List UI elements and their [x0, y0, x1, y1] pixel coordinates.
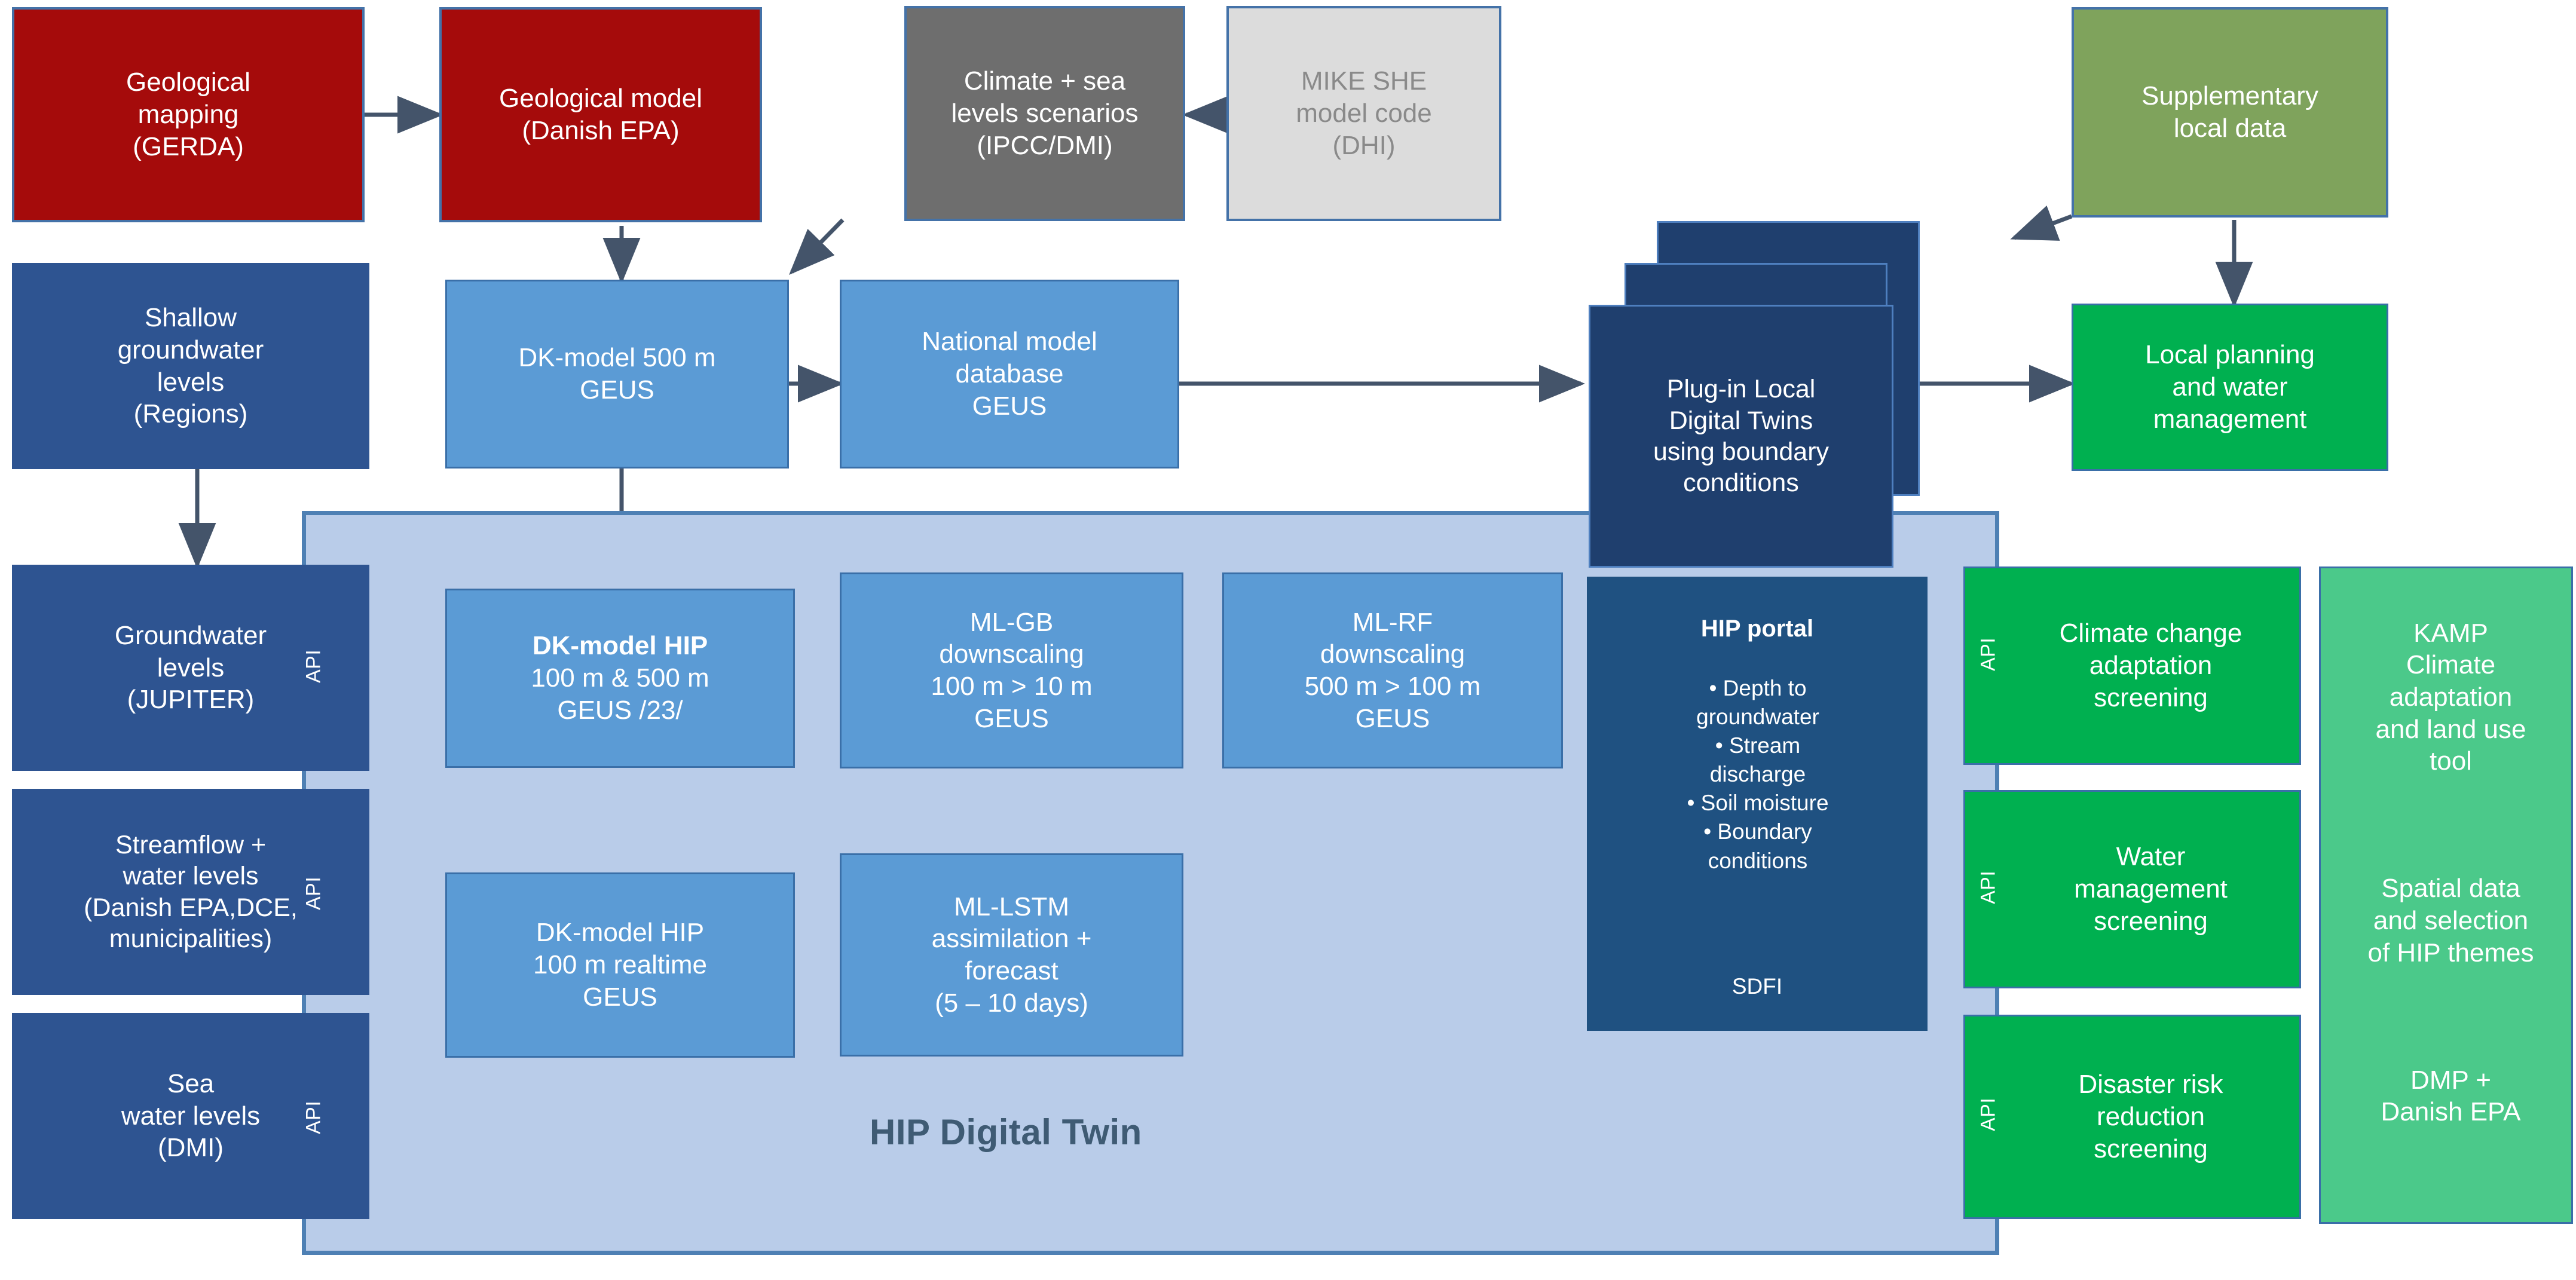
node-geological-model-label: Geological model (Danish EPA) — [499, 84, 702, 145]
api-label-climate-screening: API — [1977, 637, 2000, 672]
node-supplementary-local-data-label: Supplementary local data — [2141, 81, 2318, 143]
node-national-model-database-label: National model database GEUS — [922, 327, 1097, 421]
hip-digital-twin-title: HIP Digital Twin — [870, 1112, 1142, 1152]
node-local-planning-water-management[interactable]: Local planning and water management — [2072, 304, 2388, 471]
hip-portal-title: HIP portal — [1700, 615, 1814, 642]
node-climate-change-adaptation-screening-label: Climate change adaptation screening — [2059, 618, 2242, 712]
node-climate-sea-scenarios[interactable]: Climate + sea levels scenarios (IPCC/DMI… — [904, 6, 1185, 221]
node-groundwater-levels[interactable]: Groundwater levels (JUPITER) — [12, 565, 369, 771]
node-disaster-risk-reduction-screening[interactable]: Disaster risk reduction screening — [1963, 1015, 2301, 1219]
api-label-disaster-screening: API — [1977, 1097, 2000, 1132]
node-supplementary-local-data[interactable]: Supplementary local data — [2072, 7, 2388, 218]
node-dk-model-500m-label: DK-model 500 m GEUS — [518, 343, 716, 405]
node-shallow-groundwater-levels[interactable]: Shallow groundwater levels (Regions) — [12, 263, 369, 469]
node-dk-model-hip[interactable]: DK-model HIP 100 m & 500 m GEUS /23/ — [445, 589, 795, 768]
node-climate-sea-scenarios-label: Climate + sea levels scenarios (IPCC/DMI… — [951, 66, 1139, 160]
api-label-streamflow: API — [302, 876, 325, 911]
api-label-sea-levels: API — [302, 1100, 325, 1135]
node-kamp-spatial-label: Spatial data and selection of HIP themes — [2367, 874, 2534, 967]
node-kamp-tool-panel[interactable]: KAMP Climate adaptation and land use too… — [2319, 566, 2573, 1224]
node-geological-mapping[interactable]: Geological mapping (GERDA) — [12, 7, 365, 222]
node-ml-rf-downscaling[interactable]: ML-RF downscaling 500 m > 100 m GEUS — [1222, 572, 1563, 768]
node-streamflow-water-levels-label: Streamflow + water levels (Danish EPA,DC… — [84, 830, 298, 953]
node-dk-model-500m[interactable]: DK-model 500 m GEUS — [445, 280, 789, 468]
node-local-planning-water-management-label: Local planning and water management — [2145, 340, 2315, 434]
api-label-water-screening: API — [1977, 870, 2000, 905]
node-hip-portal[interactable] — [1587, 577, 1928, 1031]
node-kamp-tool-label: KAMP Climate adaptation and land use too… — [2375, 618, 2526, 776]
node-ml-lstm[interactable]: ML-LSTM assimilation + forecast (5 – 10 … — [840, 853, 1183, 1057]
api-label-groundwater: API — [302, 649, 325, 684]
node-national-model-database[interactable]: National model database GEUS — [840, 280, 1179, 468]
node-sea-water-levels[interactable]: Sea water levels (DMI) — [12, 1013, 369, 1219]
node-kamp-owner-label: DMP + Danish EPA — [2381, 1065, 2521, 1127]
node-sea-water-levels-label: Sea water levels (DMI) — [121, 1068, 261, 1163]
node-plug-in-local-digital-twins-label: Plug-in Local Digital Twins using bounda… — [1653, 375, 1829, 498]
node-mike-she-model-code-label: MIKE SHE model code (DHI) — [1296, 66, 1432, 160]
node-ml-gb-downscaling-label: ML-GB downscaling 100 m > 10 m GEUS — [931, 607, 1093, 733]
node-dk-model-hip-realtime-label: DK-model HIP 100 m realtime GEUS — [533, 918, 707, 1012]
node-ml-rf-downscaling-label: ML-RF downscaling 500 m > 100 m GEUS — [1304, 607, 1481, 733]
node-water-management-screening-label: Water management screening — [2074, 842, 2228, 936]
node-geological-model[interactable]: Geological model (Danish EPA) — [439, 7, 762, 222]
node-mike-she-model-code[interactable]: MIKE SHE model code (DHI) — [1226, 6, 1501, 221]
node-shallow-groundwater-levels-label: Shallow groundwater levels (Regions) — [117, 303, 264, 429]
node-geological-mapping-label: Geological mapping (GERDA) — [126, 68, 250, 161]
hip-portal-bullets: • Depth to groundwater • Stream discharg… — [1687, 676, 1829, 873]
node-ml-gb-downscaling[interactable]: ML-GB downscaling 100 m > 10 m GEUS — [840, 572, 1183, 768]
node-water-management-screening[interactable]: Water management screening — [1963, 790, 2301, 988]
node-climate-change-adaptation-screening[interactable]: Climate change adaptation screening — [1963, 566, 2301, 765]
node-streamflow-water-levels[interactable]: Streamflow + water levels (Danish EPA,DC… — [12, 789, 369, 995]
node-dk-model-hip-realtime[interactable]: DK-model HIP 100 m realtime GEUS — [445, 872, 795, 1058]
hip-portal-owner: SDFI — [1731, 974, 1783, 999]
node-dk-model-hip-sub: 100 m & 500 m GEUS /23/ — [531, 663, 709, 725]
node-disaster-risk-reduction-screening-label: Disaster risk reduction screening — [2078, 1070, 2223, 1163]
node-dk-model-hip-title: DK-model HIP — [532, 631, 708, 661]
node-plug-in-local-digital-twins[interactable]: Plug-in Local Digital Twins using bounda… — [1589, 305, 1893, 568]
node-ml-lstm-label: ML-LSTM assimilation + forecast (5 – 10 … — [931, 892, 1092, 1018]
node-groundwater-levels-label: Groundwater levels (JUPITER) — [114, 620, 267, 715]
